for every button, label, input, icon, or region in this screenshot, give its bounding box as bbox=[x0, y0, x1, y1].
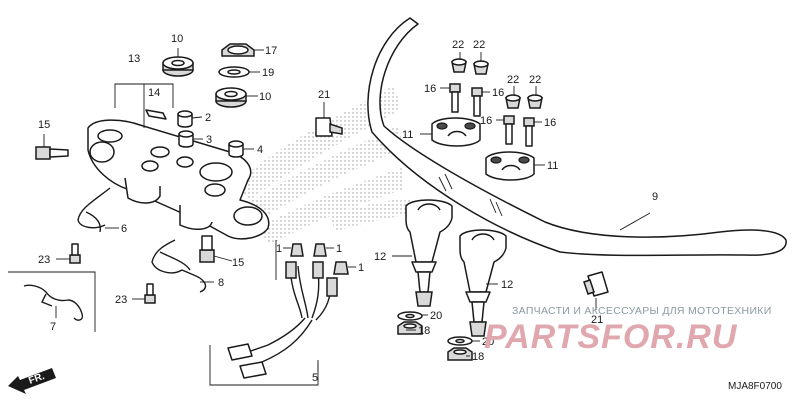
callout-6: 6 bbox=[121, 223, 127, 235]
lower-holder-12a: 12 bbox=[374, 199, 453, 307]
nut-stack: 10 17 19 10 bbox=[162, 33, 277, 108]
screw-lower: 23 bbox=[115, 283, 156, 306]
front-arrow: FR. bbox=[8, 368, 56, 394]
callout-12b: 12 bbox=[501, 279, 513, 291]
wire-clamp-6: 6 bbox=[77, 187, 127, 235]
callout-10a: 10 bbox=[171, 33, 183, 45]
bolt-lower: 15 bbox=[199, 235, 244, 269]
callout-20b: 20 bbox=[482, 336, 494, 348]
diagram-code: MJA8F0700 bbox=[728, 381, 782, 392]
callout-11a: 11 bbox=[402, 129, 413, 141]
callout-18a: 18 bbox=[418, 325, 430, 337]
callout-21b: 21 bbox=[591, 314, 603, 326]
callout-16d: 16 bbox=[544, 117, 556, 129]
wire-clamp-8: 8 bbox=[151, 239, 224, 293]
upper-holder-11b: 11 bbox=[485, 151, 558, 181]
plate: 14 bbox=[145, 87, 167, 120]
callout-3: 3 bbox=[206, 134, 212, 146]
callout-22c: 22 bbox=[507, 74, 519, 86]
callout-18b: 18 bbox=[472, 351, 484, 363]
callout-5: 5 bbox=[312, 372, 318, 384]
callout-22b: 22 bbox=[473, 39, 485, 51]
callout-1a: 1 bbox=[276, 243, 282, 255]
callout-12a: 12 bbox=[374, 251, 386, 263]
callout-1b: 1 bbox=[336, 243, 342, 255]
callout-16c: 16 bbox=[480, 115, 492, 127]
callout-10b: 10 bbox=[259, 91, 271, 103]
callout-8: 8 bbox=[218, 277, 224, 289]
callout-16b: 16 bbox=[492, 87, 504, 99]
spring-clip-7: 7 bbox=[8, 271, 96, 333]
clip-21-lower: 21 bbox=[583, 271, 609, 326]
holder-bolts: 16 16 16 16 bbox=[424, 83, 556, 147]
callout-23a: 23 bbox=[38, 254, 50, 266]
callout-11b: 11 bbox=[547, 160, 558, 172]
callout-23b: 23 bbox=[115, 294, 127, 306]
callout-19: 19 bbox=[262, 67, 274, 79]
upper-holder-11a: 11 bbox=[402, 117, 481, 147]
callout-22d: 22 bbox=[529, 74, 541, 86]
wing-emblem-background bbox=[235, 85, 410, 245]
washers-nuts: 20 18 20 18 bbox=[397, 310, 494, 363]
callout-1c: 1 bbox=[358, 262, 364, 274]
bolt-caps: 22 22 22 22 bbox=[451, 39, 543, 109]
callout-22a: 22 bbox=[452, 39, 464, 51]
callout-20a: 20 bbox=[430, 310, 442, 322]
callout-9: 9 bbox=[652, 191, 658, 203]
watermark-logo: PARTSFOR.RU bbox=[484, 318, 738, 356]
callout-2: 2 bbox=[205, 112, 211, 124]
front-arrow-label: FR. bbox=[27, 371, 46, 387]
callout-21a: 21 bbox=[318, 89, 330, 101]
callout-15b: 15 bbox=[232, 257, 244, 269]
callout-13: 13 bbox=[128, 53, 140, 65]
callout-4: 4 bbox=[257, 144, 263, 156]
bolt-upper: 15 bbox=[35, 119, 69, 160]
grommets: 2 3 4 bbox=[177, 110, 263, 158]
callout-16a: 16 bbox=[424, 83, 436, 95]
top-bridge: 13 bbox=[87, 53, 270, 240]
callout-14: 14 bbox=[148, 87, 160, 99]
watermark: ЗАПЧАСТИ И АКСЕССУАРЫ ДЛЯ МОТОТЕХНИКИ PA… bbox=[484, 305, 772, 356]
watermark-tagline: ЗАПЧАСТИ И АКСЕССУАРЫ ДЛЯ МОТОТЕХНИКИ bbox=[512, 305, 772, 317]
clip-21-upper: 21 bbox=[315, 89, 343, 137]
callout-17: 17 bbox=[265, 45, 277, 57]
callout-15a: 15 bbox=[38, 119, 50, 131]
wire-clips: 1 1 1 bbox=[276, 243, 364, 275]
handlebar: 9 bbox=[367, 17, 787, 257]
callout-7: 7 bbox=[50, 321, 56, 333]
wire-harness: 5 bbox=[209, 240, 338, 386]
lower-holder-12b: 12 bbox=[459, 229, 513, 337]
screw-upper: 23 bbox=[38, 243, 81, 266]
